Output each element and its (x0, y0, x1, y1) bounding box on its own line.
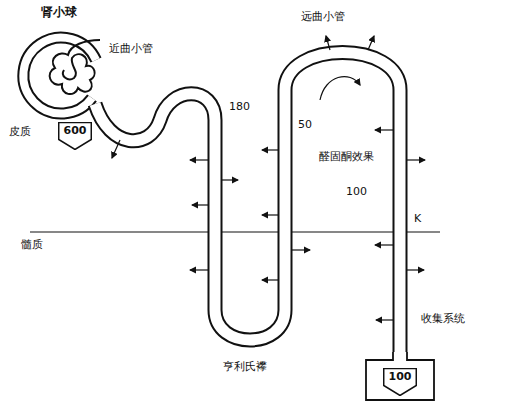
transport-arrows (112, 36, 425, 320)
node-text: 100 (383, 368, 417, 383)
text-label: 肾小球 (40, 6, 78, 19)
text-label: 收集系统 (420, 312, 466, 325)
capsule-inner (23, 38, 96, 114)
text-label: 180 (228, 100, 251, 113)
boundary-line (30, 231, 440, 232)
tubule-lumen (95, 53, 400, 353)
text-label: 远曲小管 (300, 10, 346, 23)
text-label: 近曲小管 (108, 42, 154, 55)
flow-arrow-box: 100 (383, 368, 417, 396)
node-text: 600 (58, 122, 92, 137)
text-label: 亨利氏襻 (222, 360, 268, 373)
flow-arrow-box: 600 (58, 122, 92, 150)
text-label: 100 (345, 185, 368, 198)
glomerulus-tuft (50, 40, 100, 94)
collecting-trough (366, 352, 434, 400)
text-label: K (413, 212, 422, 225)
text-label: 50 (297, 118, 313, 131)
text-label: 髓质 (20, 238, 44, 251)
tubule-wall (95, 53, 400, 353)
distal-arrow (320, 77, 360, 100)
text-label: 醛固酮效果 (318, 150, 375, 163)
text-label: 皮质 (8, 125, 32, 138)
capsule-outer (23, 38, 96, 114)
